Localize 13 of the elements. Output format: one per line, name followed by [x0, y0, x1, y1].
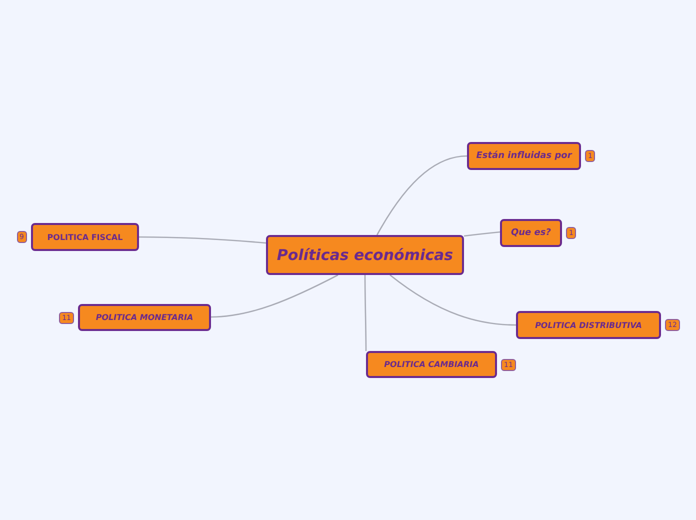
- topic-box: POLITICA FISCAL: [31, 223, 139, 251]
- topic-box: POLITICA DISTRIBUTIVA: [516, 311, 661, 339]
- connector-line: [139, 236, 266, 244]
- topic-box: POLITICA CAMBIARIA: [366, 351, 497, 378]
- connector-line: [210, 274, 338, 318]
- topic-box: Están influidas por: [467, 142, 581, 170]
- connector-line: [364, 275, 367, 351]
- central-topic-box: Políticas económicas: [266, 235, 464, 275]
- topic-box: POLITICA MONETARIA: [78, 304, 211, 331]
- connector-line: [390, 274, 516, 326]
- connector-line: [464, 231, 500, 237]
- topic-box: Que es?: [500, 219, 562, 247]
- connector-line: [376, 155, 468, 236]
